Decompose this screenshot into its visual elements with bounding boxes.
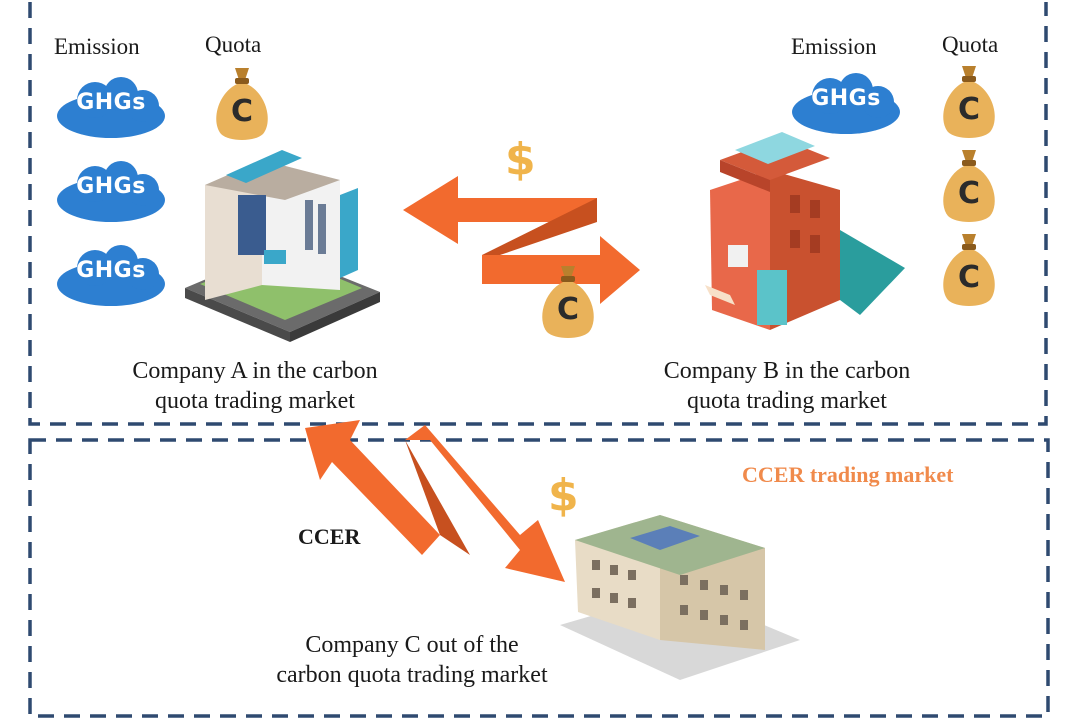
coin-label: C [556, 292, 580, 327]
money-bag-icon: C [938, 146, 1000, 226]
coin-label: C [957, 92, 981, 127]
company-b-caption-line2: quota trading market [687, 388, 887, 414]
coin-label: C [957, 260, 981, 295]
company-a-building-icon [185, 150, 380, 342]
company-b-quota-header: Quota [942, 32, 999, 57]
ab-trade-arrow [403, 176, 640, 304]
quota-market-boundary [28, 2, 1048, 426]
company-c-building-icon [560, 515, 800, 680]
dollar-icon: $ [505, 134, 536, 185]
ghg-label: GHGs [76, 174, 146, 199]
ccer-label: CCER [298, 524, 361, 549]
company-a-caption-line2: quota trading market [155, 388, 355, 414]
dollar-icon: $ [548, 470, 579, 521]
traded-quota-money-bag-icon: C [537, 262, 599, 342]
ghg-cloud-icon: GHGs [55, 244, 167, 308]
coin-label: C [957, 176, 981, 211]
company-a-caption-line1: Company A in the carbon [132, 358, 378, 384]
company-a-emission-header: Emission [54, 34, 140, 59]
ghg-cloud-icon: GHGs [790, 72, 902, 136]
ghg-label: GHGs [76, 258, 146, 283]
company-b-caption-line1: Company B in the carbon [663, 358, 911, 384]
ghg-label: GHGs [811, 86, 881, 111]
company-b-emission-header: Emission [791, 34, 877, 59]
ghg-cloud-icon: GHGs [55, 76, 167, 140]
company-a-quota-header: Quota [205, 32, 262, 57]
ghg-label: GHGs [76, 90, 146, 115]
money-bag-icon: C [938, 62, 1000, 142]
company-c-caption-line2: carbon quota trading market [276, 662, 548, 688]
ccer-market-boundary [28, 438, 1050, 718]
company-b-building-icon [705, 132, 905, 330]
ghg-cloud-icon: GHGs [55, 160, 167, 224]
money-bag-icon: C [938, 230, 1000, 310]
money-bag-icon: C [211, 64, 273, 144]
company-a-caption: Company A in the carbon quota trading ma… [95, 356, 415, 416]
company-b-caption: Company B in the carbon quota trading ma… [627, 356, 947, 416]
ac-trade-arrow [305, 420, 565, 582]
company-c-caption: Company C out of the carbon quota tradin… [242, 630, 582, 690]
company-c-caption-line1: Company C out of the [305, 632, 519, 658]
ccer-market-label: CCER trading market [742, 462, 954, 487]
coin-label: C [230, 94, 254, 129]
